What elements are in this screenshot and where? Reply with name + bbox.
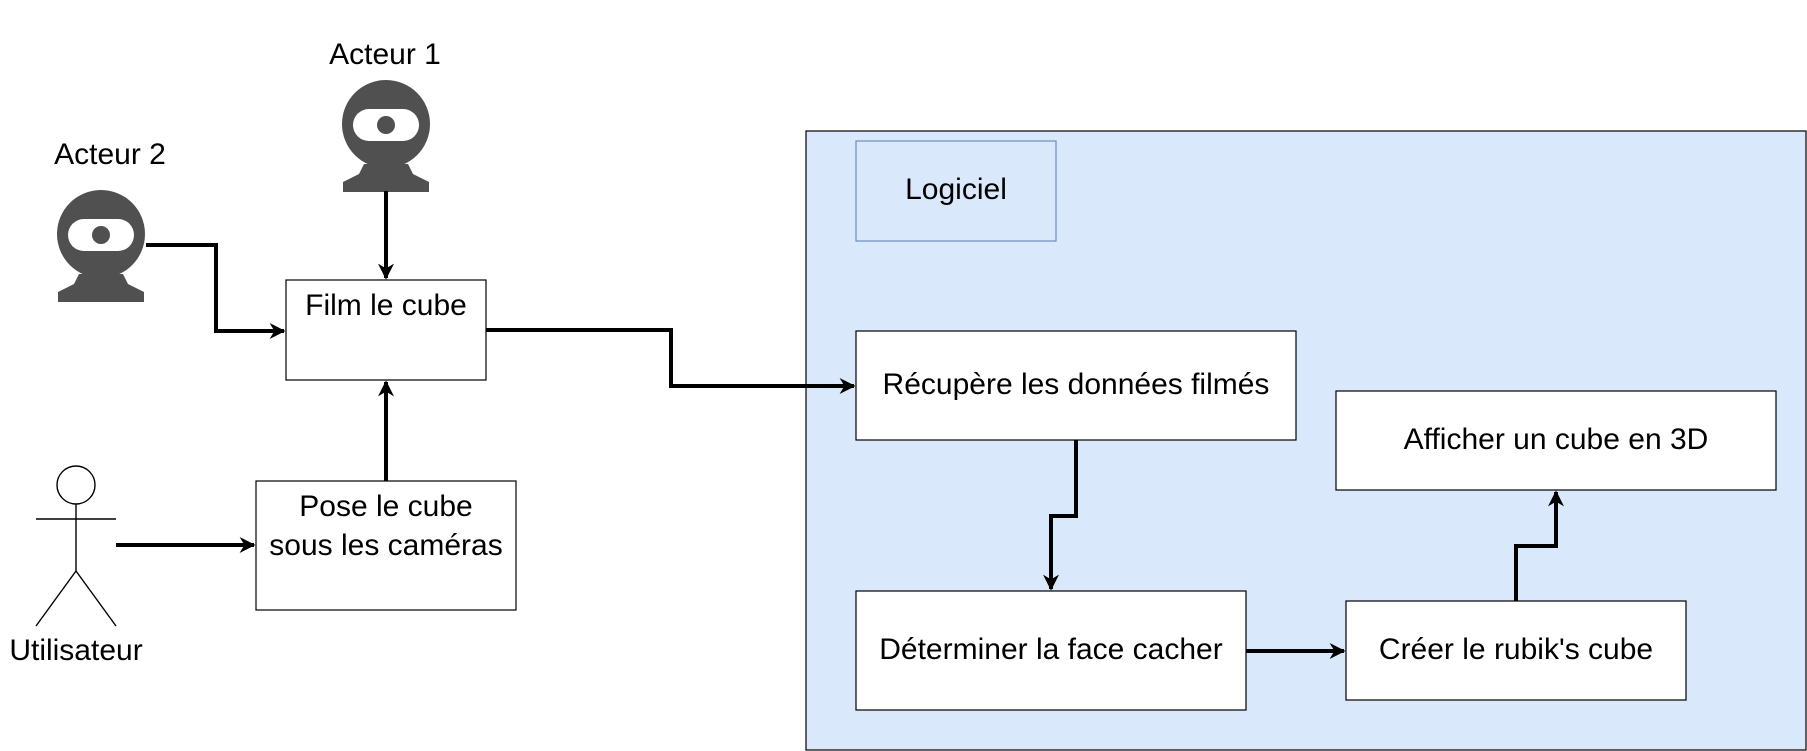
logiciel-label: Logiciel xyxy=(905,173,1007,206)
node-determiner: Déterminer la face cacher xyxy=(855,590,1247,711)
node-recupere: Récupère les données filmés xyxy=(855,330,1297,441)
webcam-icon xyxy=(57,190,145,302)
user-actor: Utilisateur xyxy=(9,465,143,667)
edge-actor2-to-film xyxy=(146,243,286,339)
user-label: Utilisateur xyxy=(9,634,142,667)
actor-2-label: Acteur 2 xyxy=(54,138,166,171)
node-pose-le-cube: Pose le cube sous les caméras xyxy=(255,480,517,611)
node-pose-le-cube-line2: sous les caméras xyxy=(269,529,502,562)
actor-1-label: Acteur 1 xyxy=(329,38,441,71)
edge-film-to-recupere xyxy=(486,328,856,394)
node-film-le-cube: Film le cube xyxy=(285,279,487,381)
webcam-icon xyxy=(342,80,430,192)
node-pose-le-cube-line1: Pose le cube xyxy=(299,490,472,523)
actor-1: Acteur 1 xyxy=(329,38,441,192)
node-creer-label: Créer le rubik's cube xyxy=(1379,633,1653,666)
node-film-le-cube-label: Film le cube xyxy=(305,289,467,322)
stick-figure-icon xyxy=(35,465,117,627)
logiciel-label-box xyxy=(855,140,1057,242)
actor-2: Acteur 2 xyxy=(54,138,166,302)
node-afficher: Afficher un cube en 3D xyxy=(1335,390,1777,491)
node-afficher-label: Afficher un cube en 3D xyxy=(1404,423,1709,456)
node-determiner-label: Déterminer la face cacher xyxy=(879,633,1222,666)
edge-recupere-to-determiner xyxy=(1043,440,1078,591)
edge-creer-to-afficher xyxy=(1514,490,1564,601)
node-creer: Créer le rubik's cube xyxy=(1345,600,1687,701)
node-recupere-label: Récupère les données filmés xyxy=(883,368,1270,401)
